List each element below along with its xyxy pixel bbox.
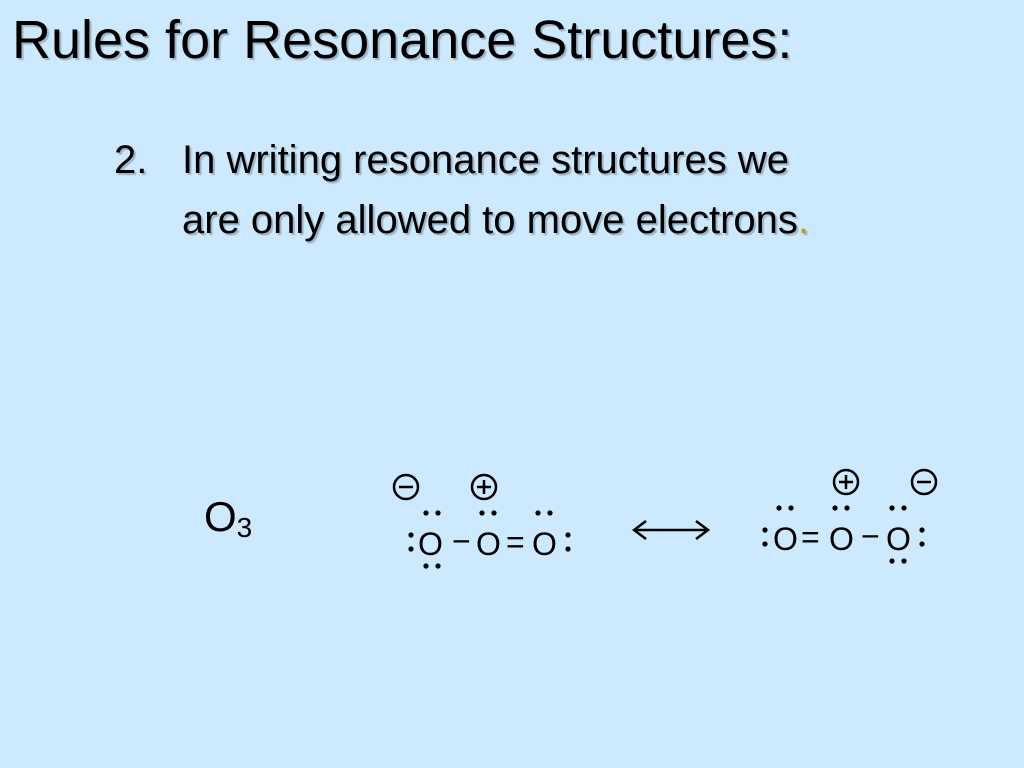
right-lone-pairs — [762, 505, 925, 564]
right-double-bond: = — [801, 519, 820, 555]
formula-subscript: 3 — [236, 512, 253, 543]
right-resonance-structure: O O O = − — [762, 468, 938, 564]
slide-title: Rules for Resonance Structures: — [12, 10, 793, 70]
left-atom-2: O — [476, 526, 501, 562]
left-negative-charge-icon — [392, 473, 420, 501]
right-single-bond: − — [861, 518, 880, 554]
right-atom-1: O — [773, 521, 798, 557]
rule-text-line-2: are only allowed to move electrons. — [182, 190, 809, 250]
rule-text-line-2-body: are only allowed to move electrons — [182, 198, 798, 242]
formula-base: O — [204, 493, 237, 540]
right-atom-2: O — [829, 521, 854, 557]
right-positive-charge-icon — [832, 468, 860, 496]
right-negative-charge-icon — [910, 468, 938, 496]
left-lone-pairs — [408, 510, 571, 569]
left-single-bond: − — [452, 523, 471, 559]
left-positive-charge-icon — [470, 473, 498, 501]
resonance-arrow-icon — [631, 520, 711, 540]
left-resonance-structure: O O O − = — [392, 473, 571, 569]
left-atom-1: O — [418, 526, 443, 562]
right-atom-3: O — [886, 521, 911, 557]
rule-text-line-1: In writing resonance structures we — [182, 138, 789, 182]
ozone-formula: O3 — [204, 496, 252, 542]
left-double-bond: = — [506, 524, 525, 560]
rule-number: 2. — [114, 138, 148, 182]
rule-period: . — [797, 198, 810, 242]
left-atom-3: O — [532, 526, 557, 562]
